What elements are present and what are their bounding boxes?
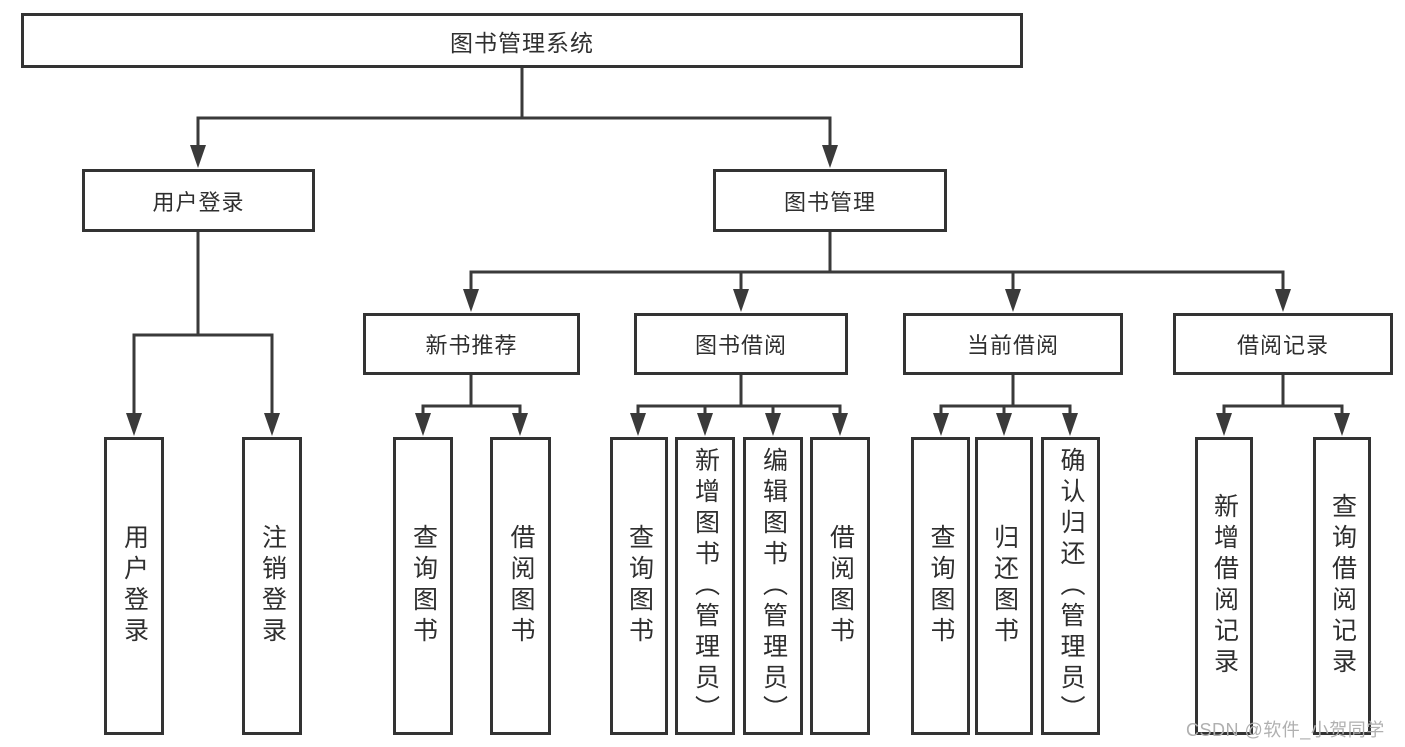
leaf-label: 编辑图书（管理员）	[759, 446, 788, 726]
leaf-edit-books-admin: 编辑图书（管理员）	[743, 437, 803, 735]
node-label: 图书管理	[783, 189, 876, 215]
node-label: 当前借阅	[966, 333, 1059, 358]
leaf-label: 归还图书	[990, 524, 1019, 648]
leaf-return-books: 归还图书	[975, 437, 1033, 735]
leaf-label: 借阅图书	[826, 524, 855, 648]
node-library-management-system: 图书管理系统	[21, 13, 1023, 68]
node-borrowing-records: 借阅记录	[1173, 313, 1393, 375]
node-label: 借阅记录	[1236, 333, 1329, 358]
leaf-label: 查询图书	[927, 524, 955, 648]
leaf-label: 新增借阅记录	[1210, 493, 1239, 679]
leaf-label: 用户登录	[120, 524, 149, 648]
leaf-add-borrow-record: 新增借阅记录	[1195, 437, 1253, 735]
leaf-label: 注销登录	[258, 524, 287, 648]
leaf-query-books-borrowing: 查询图书	[610, 437, 668, 735]
node-book-management: 图书管理	[713, 169, 947, 232]
node-label: 用户登录	[152, 189, 245, 215]
node-label: 图书借阅	[694, 333, 787, 358]
leaf-label: 借阅图书	[507, 524, 535, 648]
leaf-label: 新增图书（管理员）	[691, 446, 720, 726]
node-book-borrowing: 图书借阅	[634, 313, 848, 375]
leaf-label: 查询图书	[409, 524, 438, 648]
leaf-add-books-admin: 新增图书（管理员）	[675, 437, 735, 735]
node-label: 图书管理系统	[450, 29, 594, 56]
leaf-label: 查询图书	[625, 524, 654, 648]
leaf-borrow-books-recommend: 借阅图书	[490, 437, 551, 735]
leaf-label: 查询借阅记录	[1328, 493, 1357, 679]
node-label: 新书推荐	[425, 333, 518, 358]
leaf-query-books-recommend: 查询图书	[393, 437, 453, 735]
leaf-query-books-current: 查询图书	[911, 437, 970, 735]
arrowheads	[126, 145, 1350, 436]
leaf-borrow-books-borrowing: 借阅图书	[810, 437, 870, 735]
node-new-book-recommendation: 新书推荐	[363, 313, 580, 375]
node-user-login: 用户登录	[82, 169, 315, 232]
leaf-label: 确认归还（管理员）	[1057, 446, 1085, 726]
csdn-watermark: CSDN @软件_小贺同学	[1186, 720, 1385, 740]
leaf-query-borrow-record: 查询借阅记录	[1313, 437, 1371, 735]
leaf-logout: 注销登录	[242, 437, 302, 735]
leaf-confirm-return-admin: 确认归还（管理员）	[1041, 437, 1100, 735]
node-current-borrowing: 当前借阅	[903, 313, 1123, 375]
leaf-user-login: 用户登录	[104, 437, 164, 735]
